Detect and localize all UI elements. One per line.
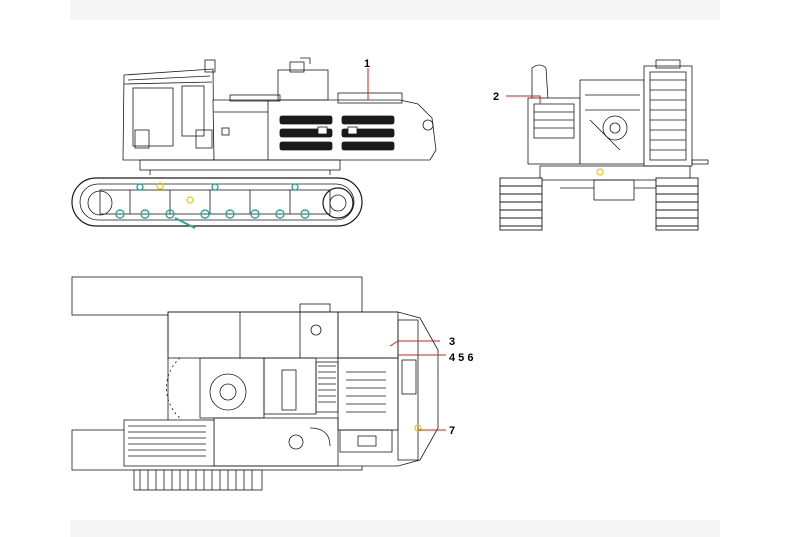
louver-b1 [341,115,395,125]
bottom-band [70,520,720,537]
top-band [70,0,720,20]
track-outline-top [71,276,363,316]
cab [122,59,216,161]
leader-2 [506,95,541,104]
upper-structure [212,57,437,161]
top-grille [346,371,386,413]
top-view [71,276,439,491]
rear-view [499,59,709,231]
louver-a1 [279,115,333,125]
track-rollers [115,183,310,219]
louver-b3 [341,141,395,151]
leader-lines [367,68,541,431]
grease-point-top [414,424,422,432]
grease-point-rear [596,168,604,176]
callout-3: 3 [449,336,455,348]
rear-tracks [499,177,699,231]
callout-7: 7 [449,425,455,437]
callout-1: 1 [364,58,370,70]
turntable [139,159,341,171]
leader-3 [389,340,440,347]
side-view [71,57,437,229]
callout-2: 2 [493,91,499,103]
louver-a3 [279,141,333,151]
grease-points-side [156,182,194,204]
callout-4-5-6: 4 5 6 [449,352,473,364]
